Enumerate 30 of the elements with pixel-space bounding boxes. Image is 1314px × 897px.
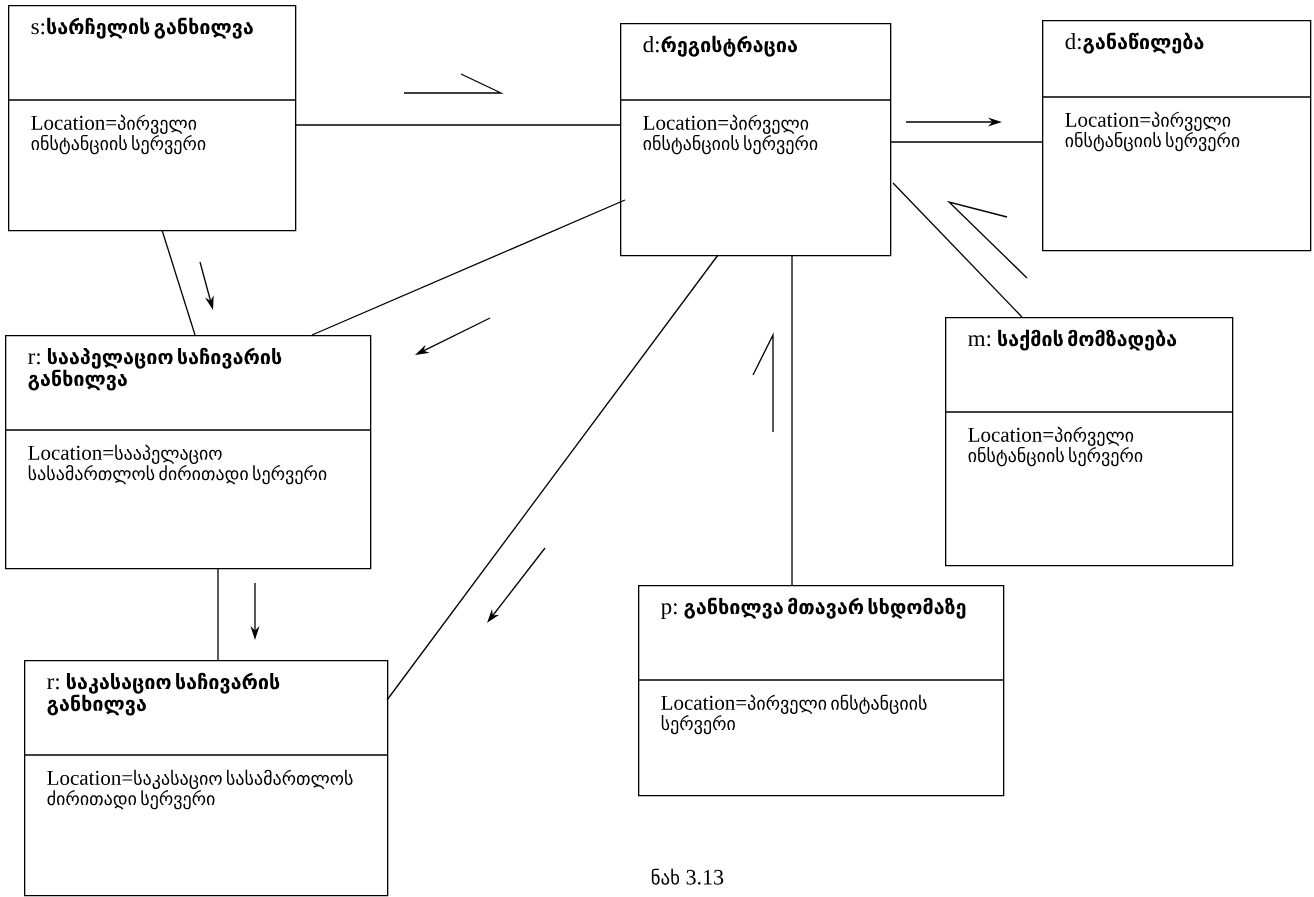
class-box	[4, 335, 372, 570]
location-text: Location=პირველი ინსტანციის სერვერი	[31, 114, 206, 155]
class-box	[619, 23, 892, 257]
location-text: Location=სააპელაციო სასამართლოს ძირითადი სერვერი	[28, 444, 327, 485]
link-line	[386, 254, 719, 701]
location-text: Location=პირველი ინსტანციის სერვერი	[661, 694, 927, 735]
class-name: r: საკასაციო საჩივარის განხილვა	[47, 672, 280, 716]
location-text: Location=პირველი ინსტანციის სერვერი	[1065, 111, 1240, 152]
class-name: r: სააპელაციო საჩივარის განხილვა	[28, 347, 282, 391]
class-name: m: საქმის მომზადება	[968, 329, 1177, 351]
location-text: Location=პირველი ინსტანციის სერვერი	[968, 426, 1143, 467]
link-line	[889, 141, 1043, 143]
class-box	[637, 585, 1005, 797]
location-text: Location=საკასაციო სასამართლოს ძირითადი სერვერი	[47, 769, 353, 810]
class-name: d:რეგისტრაცია	[643, 35, 797, 57]
link-line	[892, 182, 1023, 318]
class-box	[7, 5, 297, 232]
class-box	[944, 317, 1234, 567]
class-box	[23, 660, 389, 897]
class-name: p: განხილვა მთავარ სხდომაზე	[661, 597, 966, 619]
class-box	[1041, 20, 1312, 252]
figure-caption: ნახ 3.13	[651, 868, 724, 885]
location-text: Location=პირველი ინსტანციის სერვერი	[643, 114, 818, 155]
link-line	[294, 124, 621, 126]
class-name: d:განაწილება	[1065, 32, 1204, 54]
link-line	[311, 199, 626, 336]
link-line	[217, 567, 219, 661]
class-name: s:სარჩელის განხილვა	[31, 17, 253, 39]
link-line	[791, 254, 793, 586]
link-line	[161, 229, 196, 336]
